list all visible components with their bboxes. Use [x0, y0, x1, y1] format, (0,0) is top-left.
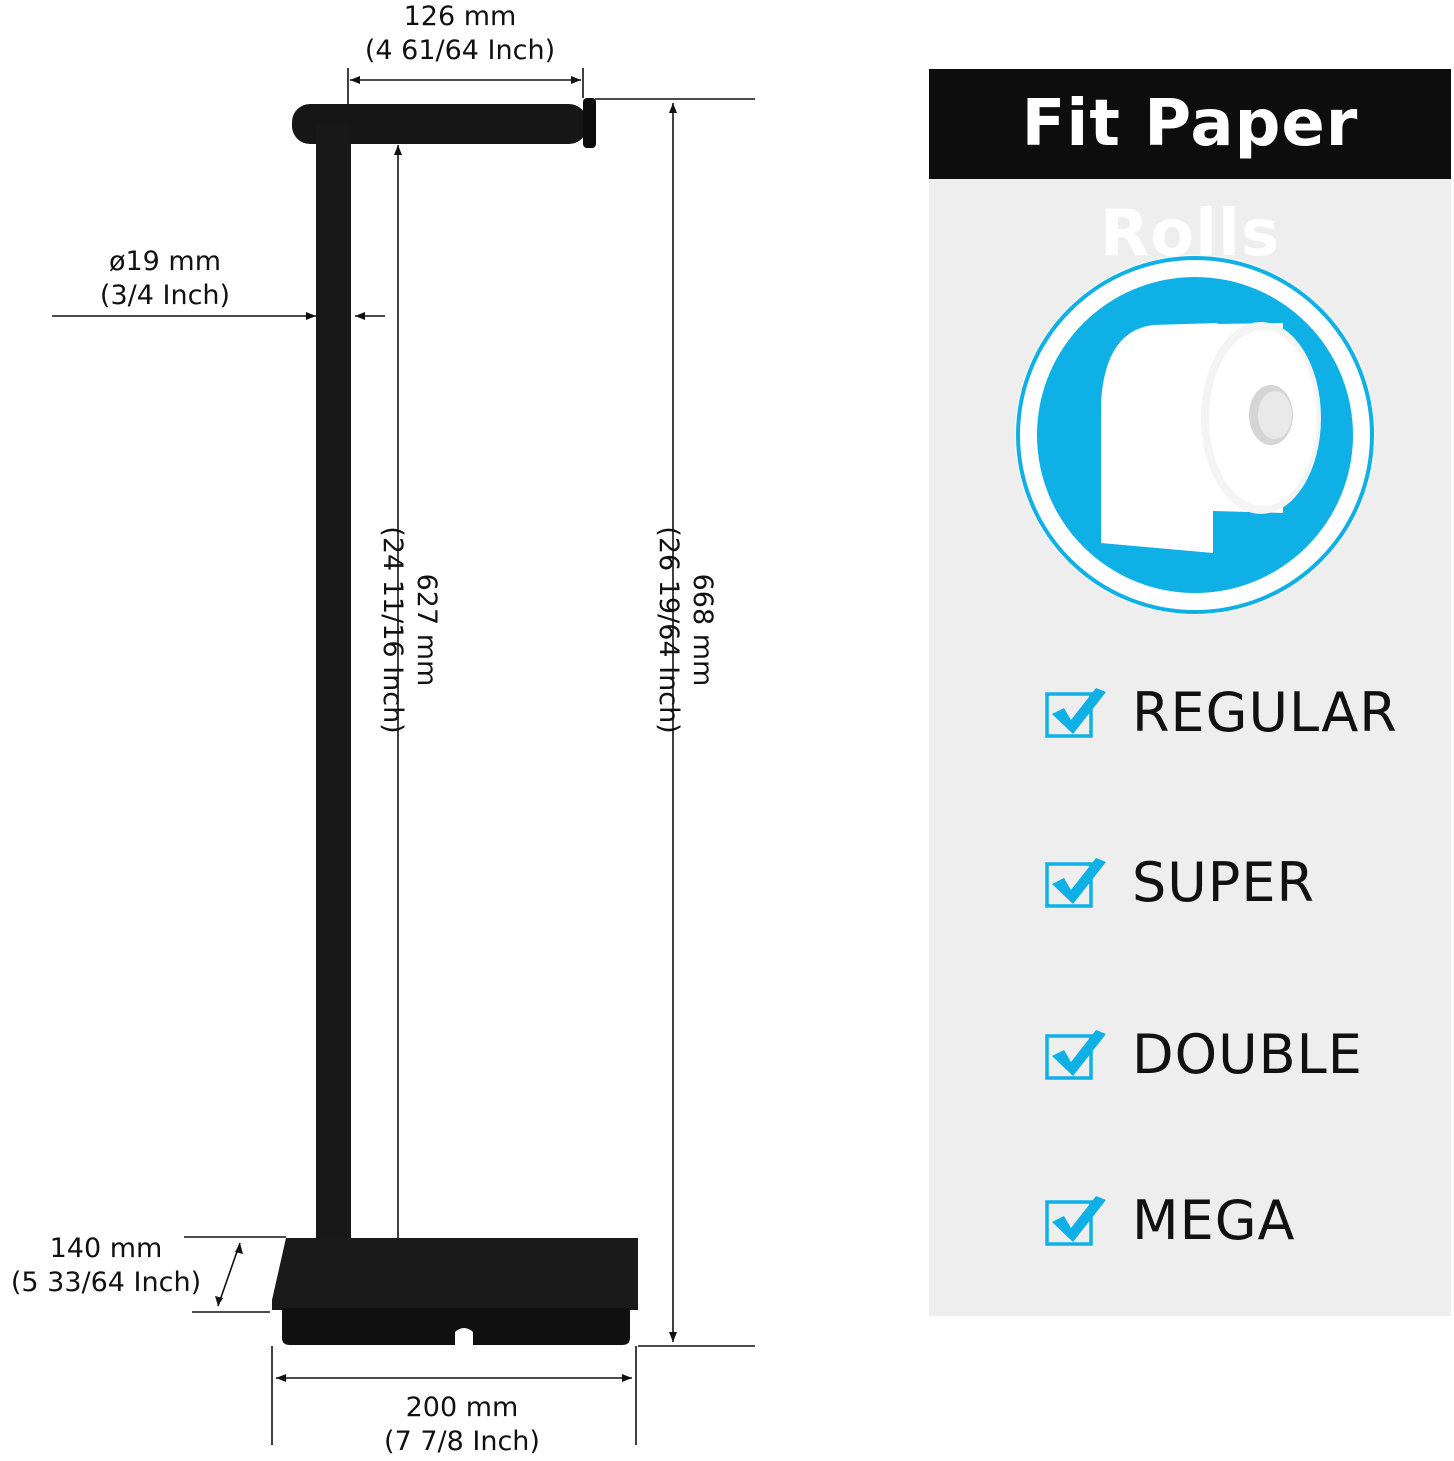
checkbox-checked-icon [1045, 688, 1106, 738]
arm-width-label: 126 mm (4 61/64 Inch) [340, 0, 580, 68]
pole-diameter-label: ø19 mm (3/4 Inch) [60, 245, 270, 313]
arm-width-mm: 126 mm [403, 1, 517, 32]
total-height-mm: 668 mm [687, 573, 718, 687]
fit-item-label: SUPER [1132, 850, 1316, 914]
base-depth-mm: 140 mm [49, 1233, 163, 1264]
fit-item-super: SUPER [1044, 847, 1315, 917]
pole-height-mm: 627 mm [411, 573, 442, 687]
toilet-paper-holder [272, 98, 638, 1345]
pole-height-label: 627 mm (24 11/16 Inch) [375, 510, 443, 750]
base-depth-inch: (5 33/64 Inch) [10, 1267, 202, 1298]
pole-diameter-inch: (3/4 Inch) [99, 280, 231, 311]
pole-height-inch: (24 11/16 Inch) [377, 526, 408, 734]
base-depth-label: 140 mm (5 33/64 Inch) [0, 1232, 212, 1300]
product-dimension-drawing [52, 68, 755, 1445]
pole-diameter-mm: ø19 mm [108, 246, 222, 277]
fit-item-mega: MEGA [1044, 1185, 1296, 1255]
checkbox-checked-icon [1045, 1196, 1106, 1246]
fit-item-label: REGULAR [1132, 680, 1398, 744]
fit-item-label: MEGA [1132, 1188, 1296, 1252]
base-width-label: 200 mm (7 7/8 Inch) [342, 1391, 582, 1459]
checkbox-checked-icon [1045, 1030, 1106, 1080]
fit-item-regular: REGULAR [1044, 677, 1398, 747]
base-width-mm: 200 mm [405, 1392, 519, 1423]
checkbox-checked-icon [1045, 858, 1106, 908]
fit-item-double: DOUBLE [1044, 1019, 1363, 1089]
toilet-paper-roll-icon [1015, 255, 1375, 615]
panel-title: Fit Paper Rolls [929, 69, 1451, 271]
dimension-arrows [215, 76, 677, 1382]
total-height-label: 668 mm (26 19/64 Inch) [651, 510, 719, 750]
total-height-inch: (26 19/64 Inch) [653, 526, 684, 734]
arm-width-inch: (4 61/64 Inch) [364, 35, 556, 66]
fit-item-label: DOUBLE [1132, 1022, 1363, 1086]
base-width-inch: (7 7/8 Inch) [384, 1426, 540, 1457]
dimension-lines [52, 68, 755, 1445]
fit-paper-rolls-panel: Fit Paper Rolls REGULAR SUPER DOUBLE [929, 69, 1451, 1316]
